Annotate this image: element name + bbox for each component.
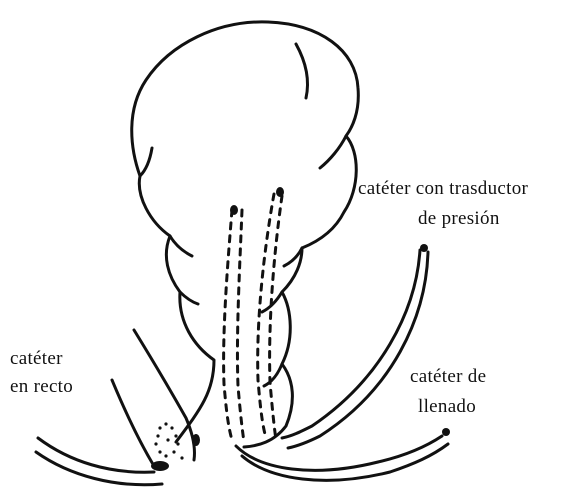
pressure-catheter-tip — [420, 244, 428, 252]
rectal-balloon-stipple — [164, 454, 167, 457]
bladder-fold — [320, 136, 346, 168]
rectal-balloon-stipple — [154, 442, 157, 445]
catheter-tip — [230, 205, 238, 215]
pressure-catheter-tube — [288, 252, 428, 448]
catheter-tip — [276, 187, 284, 197]
bladder-fold — [264, 364, 282, 386]
rectal-balloon-stipple — [158, 450, 161, 453]
rectal-catheter-label-line2: en recto — [10, 376, 73, 397]
rectal-balloon-stipple — [156, 434, 159, 437]
rectal-balloon-stipple — [172, 450, 175, 453]
rectal-balloon-stipple — [170, 426, 173, 429]
pressure-catheter-label-line2: de presión — [418, 208, 500, 229]
rectal-balloon-stipple — [158, 426, 161, 429]
rectal-catheter-wall — [134, 330, 195, 460]
filling-catheter-label-line1: catéter de — [410, 366, 486, 387]
internal-catheter-dashed — [270, 196, 282, 440]
rectal-catheter-label-line1: catéter — [10, 348, 63, 369]
rectal-catheter-wall — [112, 380, 154, 466]
rectal-balloon-tip — [151, 461, 169, 471]
internal-catheter-dashed — [224, 210, 232, 440]
filling-catheter-tip — [442, 428, 450, 436]
rectal-balloon-stipple — [176, 442, 179, 445]
pressure-catheter-label-line1: catéter con trasductor — [358, 178, 528, 199]
bladder-fold — [170, 236, 192, 256]
rectal-balloon-stipple — [174, 434, 177, 437]
bladder-fold — [180, 292, 198, 304]
rectal-tube — [38, 438, 154, 472]
rectal-balloon-stipple — [166, 438, 169, 441]
bladder-fold — [140, 148, 152, 176]
rectal-catheter-end — [192, 434, 200, 446]
internal-catheter-dashed — [237, 210, 244, 442]
bladder-fold — [296, 44, 308, 98]
filling-catheter-label-line2: llenado — [418, 396, 476, 417]
rectal-balloon-stipple — [180, 456, 183, 459]
pressure-catheter-tube — [282, 250, 420, 438]
rectal-balloon-stipple — [164, 422, 167, 425]
